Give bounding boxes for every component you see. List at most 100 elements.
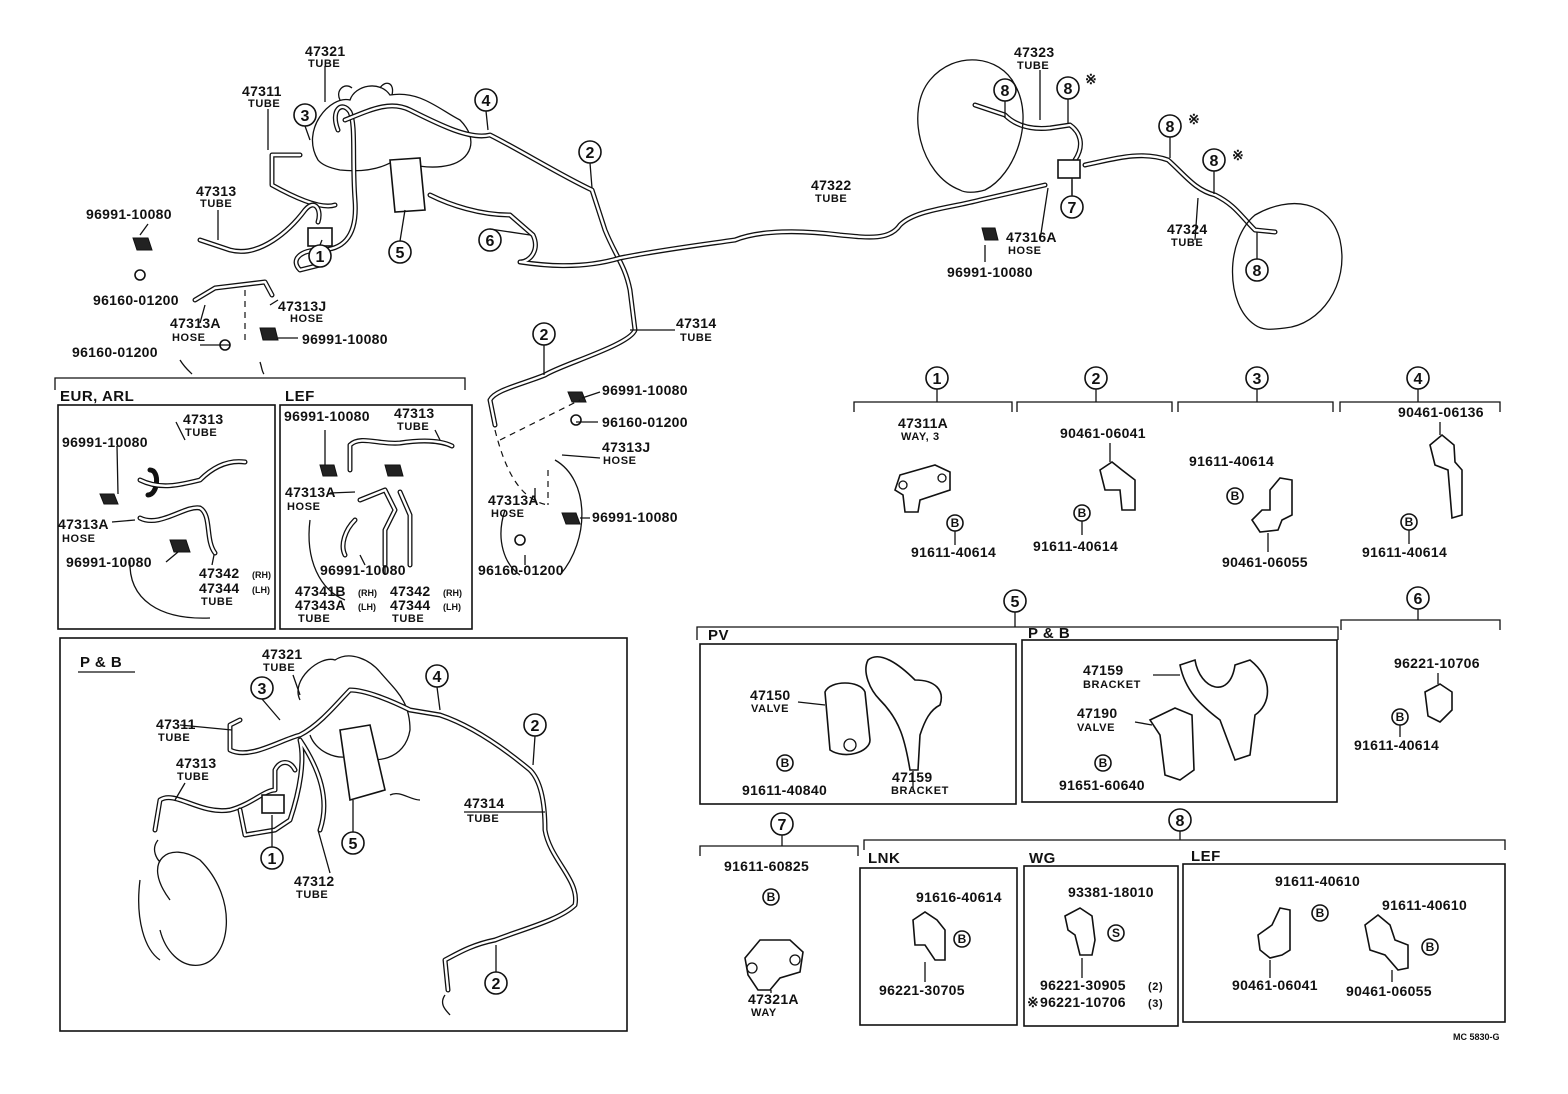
callout-pb-4: 4 [425, 664, 449, 688]
detail-5: 5 PV P & B 47150 VALVE B 91611-40840 471… [696, 589, 1339, 805]
eur-hose-47313a-pn: 47313A [58, 516, 109, 532]
hose-47313a-label: HOSE [172, 332, 206, 344]
rear-drum-left [917, 59, 1024, 193]
detail-3: 3 91611-40614 B 90461-06055 [1177, 366, 1334, 570]
pb-tube-47311-label: TUBE [158, 732, 190, 744]
callout-main-5: 5 [388, 240, 412, 264]
svg-text:B: B [767, 890, 776, 904]
lnk-clamp-pn: 96221-30705 [879, 982, 965, 998]
pb-bolt-pn: 91651-60640 [1059, 777, 1145, 793]
hose-47313j-b-label: HOSE [603, 455, 637, 467]
hose-47313j-pn: 47313J [278, 298, 327, 314]
detail-7-way-label: WAY [751, 1007, 777, 1019]
pb-tube-47321-label: TUBE [263, 662, 295, 674]
svg-text:4: 4 [1414, 371, 1423, 388]
clamp-drawing-3 [1250, 477, 1293, 533]
pb-tube-47321-pn: 47321 [262, 646, 302, 662]
clip-96991-d: 96991-10080 [592, 509, 678, 525]
tube-47322-pn: 47322 [811, 177, 851, 193]
svg-text:8: 8 [1166, 119, 1175, 136]
gasket-96160-a: 96160-01200 [93, 292, 179, 308]
callout-main-8d: 8 [1202, 148, 1226, 172]
detail-2-bolt-symbol: B [1073, 504, 1091, 522]
detail-8-callout: 8 [1168, 808, 1192, 832]
wg-clamp-pn: 96221-30905 [1040, 977, 1126, 993]
wg-clamp-drawing [1064, 907, 1096, 956]
eur-tube-47342-suffix: (RH) [252, 570, 271, 580]
eur-hose-47313a-label: HOSE [62, 533, 96, 545]
callout-main-2b: 2 [532, 322, 556, 346]
svg-text:5: 5 [396, 245, 405, 262]
detail-8-wg-title: WG [1029, 850, 1056, 867]
callout-pb-2b: 2 [484, 971, 508, 995]
svg-text:8: 8 [1210, 153, 1219, 170]
lef-clamp-b-pn: 90461-06055 [1346, 983, 1432, 999]
tube-47323-pn: 47323 [1014, 44, 1054, 60]
pb-bolt-symbol: B [1094, 754, 1112, 772]
lef-tube-47343a-pn: 47343A [295, 597, 346, 613]
clip-symbol-a [132, 237, 153, 251]
svg-text:6: 6 [1414, 591, 1423, 608]
inset-lef-title: LEF [285, 388, 315, 405]
lef-tube-47344-suffix: (LH) [443, 602, 461, 612]
svg-text:B: B [958, 932, 967, 946]
lef-bolt-b-symbol: B [1421, 938, 1439, 956]
svg-text:5: 5 [349, 836, 358, 853]
pb-tube-47314-pn: 47314 [464, 795, 504, 811]
svg-text:2: 2 [1092, 371, 1101, 388]
clip-96991-b: 96991-10080 [302, 331, 388, 347]
lef-tube-47342-suffix: (RH) [443, 588, 462, 598]
svg-text:3: 3 [258, 681, 267, 698]
dashed-leader-b [494, 429, 549, 506]
eur-tube-47344-suffix: (LH) [252, 585, 270, 595]
clip-96991-c: 96991-10080 [602, 382, 688, 398]
lef-bolt-a-pn: 91611-40610 [1275, 873, 1360, 889]
lef-hose-47313a-label: HOSE [287, 501, 321, 513]
callout-main-8a: 8 [993, 78, 1017, 102]
pb-tube-47314-label: TUBE [467, 813, 499, 825]
wg-screw-pn: 93381-18010 [1068, 884, 1154, 900]
detail-4: 4 90461-06136 B 91611-40614 [1339, 366, 1501, 560]
inset-pb-title: P & B [80, 654, 122, 671]
detail-7-bolt-symbol: B [762, 888, 780, 906]
svg-text:B: B [1099, 756, 1108, 770]
clip-symbol-c [567, 391, 587, 403]
detail-5-callout: 5 [1003, 589, 1027, 613]
lef-clamp-b-drawing [1364, 913, 1409, 971]
hose-47316a-label: HOSE [1008, 245, 1042, 257]
tube-47314-label: TUBE [680, 332, 712, 344]
hose-47313a-pn: 47313A [170, 315, 221, 331]
svg-text:1: 1 [268, 851, 277, 868]
lef-clamp-a-drawing [1257, 907, 1291, 959]
pv-bracket-label: BRACKET [891, 785, 949, 797]
gasket-symbol-c [570, 414, 582, 426]
tube-47324-pn: 47324 [1167, 221, 1207, 237]
hose-47313j-b-pn: 47313J [602, 439, 651, 455]
svg-text:7: 7 [1068, 200, 1077, 217]
svg-text:S: S [1112, 926, 1120, 940]
lef-tube-47343a-label: TUBE [298, 613, 330, 625]
pb-bracket-pn: 47159 [1083, 662, 1123, 678]
svg-text:5: 5 [1011, 594, 1020, 611]
svg-text:2: 2 [586, 145, 595, 162]
callout-pb-5: 5 [341, 831, 365, 855]
svg-text:3: 3 [1253, 371, 1262, 388]
main-rear-tubes [342, 102, 1278, 428]
callout-main-7: 7 [1060, 195, 1084, 219]
inset-lef: LEF 96991-10080 47313 TUBE 47313A HOSE 9… [279, 388, 473, 630]
leader-ticks [179, 359, 265, 375]
detail-2-bolt-pn: 91611-40614 [1033, 538, 1118, 554]
detail-3-clamp-pn: 90461-06055 [1222, 554, 1308, 570]
eur-clip-a: 96991-10080 [62, 434, 148, 450]
wg-alt-pn: 96221-10706 [1040, 994, 1126, 1010]
svg-text:8: 8 [1064, 81, 1073, 98]
svg-text:7: 7 [778, 817, 787, 834]
detail-7: 7 91611-60825 B 47321A WAY [699, 812, 859, 1019]
hose-47313a-b-label: HOSE [491, 508, 525, 520]
tube-47321-pn: 47321 [305, 43, 345, 59]
lef-tube-47344-pn: 47344 [390, 597, 430, 613]
callout-main-3: 3 [293, 103, 317, 127]
lef-clip-b: 96991-10080 [320, 562, 406, 578]
tube-47321-label: TUBE [308, 58, 340, 70]
